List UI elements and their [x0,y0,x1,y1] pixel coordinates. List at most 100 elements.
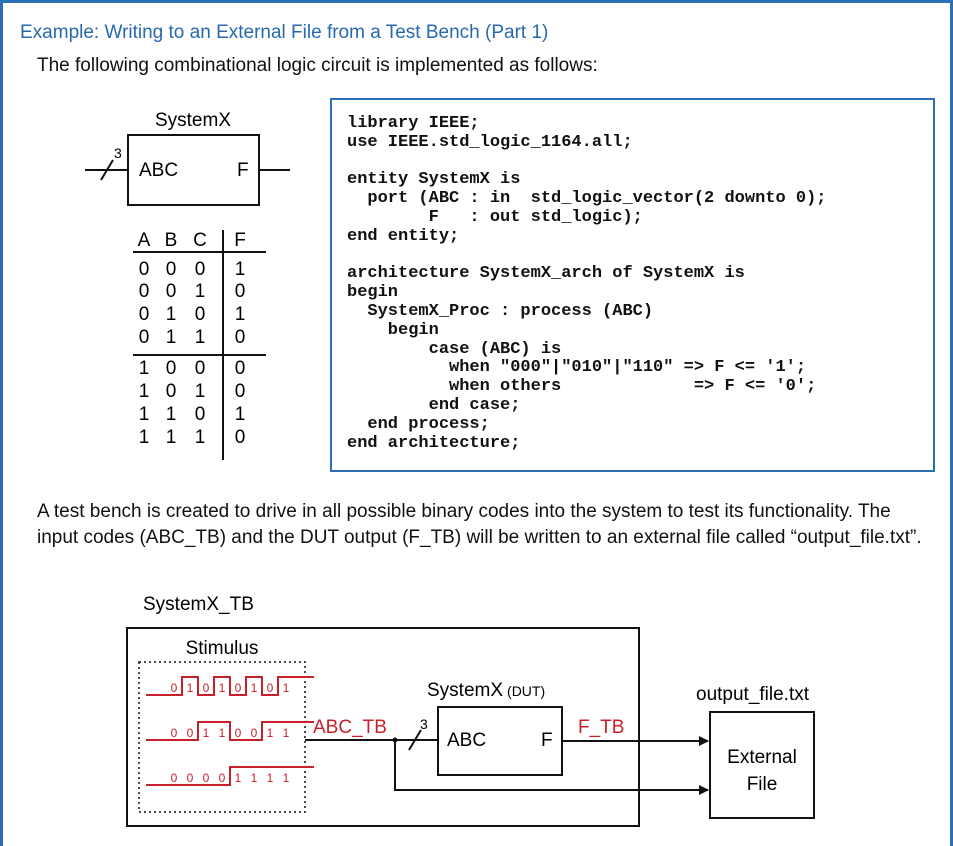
truth-table-cell: 0 [235,281,246,302]
code-line: architecture SystemX_arch of SystemX is [347,264,745,284]
waveform-bit-label: 1 [283,771,290,785]
truth-table-cell: 0 [235,358,246,379]
truth-table-cell: 1 [235,404,246,425]
dut-name-text: SystemX [427,680,503,701]
code-line: entity SystemX is [347,170,521,190]
waveform-bit-label: 0 [203,681,210,695]
waveform-bit-label: 0 [219,771,226,785]
code-line: when others => F <= '0'; [347,377,817,397]
truth-table-header: F [234,230,246,251]
truth-table-cell: 0 [235,427,246,448]
waveform-bit-label: 0 [187,726,194,740]
code-line: SystemX_Proc : process (ABC) [347,302,654,321]
waveform-bit-label: 1 [235,771,242,785]
truth-table-cell: 0 [195,358,206,379]
code-line: begin [347,320,439,340]
truth-table-cell: 0 [235,381,246,402]
external-file-line1: External [727,747,797,768]
waveform-bit-label: 1 [219,726,226,740]
code-line: when "000"|"010"|"110" => F <= '1'; [347,358,807,378]
truth-table-header: B [165,230,178,251]
waveform-bit-label: 0 [203,771,210,785]
truth-table-cell: 1 [166,304,177,325]
truth-table-cell: 0 [139,327,150,348]
output-file-label: output_file.txt [696,684,810,705]
truth-table-cell: 1 [166,327,177,348]
truth-table-cell: 0 [195,304,206,325]
waveform-bit-label: 0 [171,771,178,785]
code-line: F : out std_logic); [347,208,643,227]
truth-table-cell: 0 [166,358,177,379]
waveform-bit-label: 1 [187,681,194,695]
intro-text: The following combinational logic circui… [37,55,598,76]
truth-table-cell: 0 [195,259,206,280]
dut-output-label: F [541,730,553,751]
code-line: case (ABC) is [347,339,562,359]
external-file-line2: File [747,774,778,795]
stimulus-label: Stimulus [186,638,259,659]
symbol-output-label: F [237,160,249,181]
truth-table-cell: 1 [195,381,206,402]
code-line: end entity; [347,226,460,246]
abc-bus-slash [408,729,422,751]
code-line: end architecture; [347,433,521,453]
external-file-box [709,711,815,819]
code-line: end process; [347,414,490,434]
symbol-name: SystemX [155,110,231,131]
waveform-bit-label: 1 [283,681,290,695]
waveform-trace [146,721,314,741]
symbol-input-label: ABC [139,160,178,181]
code-line: use IEEE.std_logic_1164.all; [347,132,633,152]
waveform-bit-label: 1 [251,681,258,695]
truth-table-cell: 0 [235,327,246,348]
truth-table-cell: 1 [195,281,206,302]
waveform-bit-label: 1 [219,681,226,695]
truth-table-header: A [138,230,151,251]
testbench-box [126,627,640,827]
slide-title: Example: Writing to an External File fro… [20,22,549,43]
code-line: port (ABC : in std_logic_vector(2 downto… [347,189,827,209]
dut-name: SystemX(DUT) [427,680,545,701]
abc-tb-signal-label: ABC_TB [313,717,387,738]
waveform-bit-label: 1 [267,771,274,785]
symbol-bus-slash [100,159,114,181]
truth-table-cell: 1 [195,427,206,448]
truth-table-cell: 1 [195,327,206,348]
waveform-bit-label: 1 [267,726,274,740]
symbol-bus-width: 3 [114,145,122,161]
waveform-bit-label: 1 [203,726,210,740]
truth-table-cell: 1 [139,381,150,402]
waveform-bit-label: 0 [235,726,242,740]
waveform-bit-label: 0 [187,771,194,785]
truth-table-cell: 0 [166,381,177,402]
abc-to-file-wire [394,740,709,795]
truth-table-cell: 1 [235,304,246,325]
f-tb-signal-label: F_TB [578,717,624,738]
truth-table-cell: 1 [139,427,150,448]
truth-table-cell: 1 [235,259,246,280]
testbench-description: A test bench is created to drive in all … [37,501,922,548]
truth-table-cell: 0 [166,281,177,302]
waveform-trace [146,676,314,696]
waveform-bit-label: 1 [251,771,258,785]
truth-table-header: C [193,230,207,251]
truth-table-cell: 0 [139,281,150,302]
truth-table-cell: 1 [166,404,177,425]
truth-table-cell: 0 [139,259,150,280]
stimulus-box [138,661,306,813]
truth-table-cell: 1 [139,404,150,425]
truth-table-cell: 0 [195,404,206,425]
code-line: end case; [347,396,521,415]
truth-table-cell: 1 [166,427,177,448]
truth-table-cell: 0 [166,259,177,280]
waveform-trace [146,766,314,786]
waveform-bit-label: 0 [171,681,178,695]
waveform-bit-label: 0 [267,681,274,695]
abc-bus-width: 3 [420,716,428,732]
waveform-bit-label: 1 [283,726,290,740]
waveform-bit-label: 0 [251,726,258,740]
code-line: begin [347,283,399,303]
